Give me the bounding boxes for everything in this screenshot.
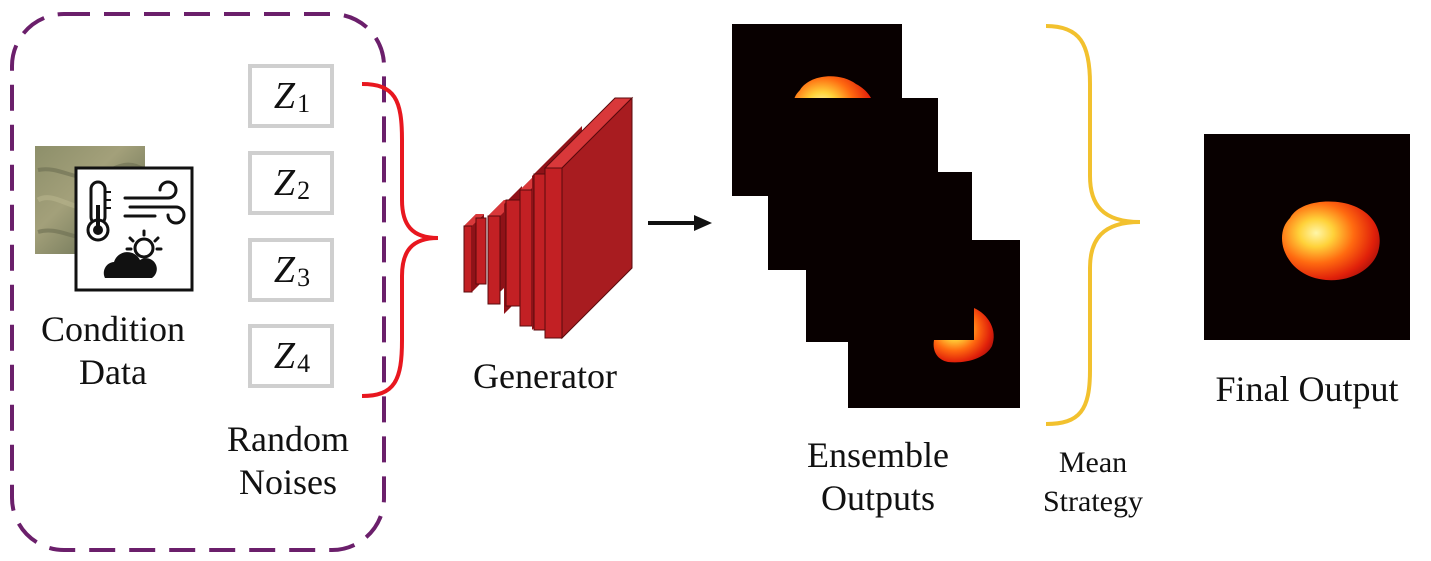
ensemble-outputs-label: Ensemble Outputs <box>780 434 976 520</box>
weather-card <box>74 166 194 292</box>
noise-z1-index: 1 <box>297 89 311 118</box>
mean-label-line2: Strategy <box>1043 485 1143 518</box>
thermometer-icon <box>86 180 111 242</box>
ensemble-output-4 <box>848 240 1020 408</box>
arrow-right-icon <box>648 215 712 231</box>
mean-brace <box>1045 24 1141 426</box>
noise-z3-index: 3 <box>297 263 311 292</box>
generator-network <box>463 96 634 340</box>
noise-z4-symbol: Z <box>273 335 296 377</box>
noise-z4-index: 4 <box>297 349 311 378</box>
ensemble-label-line2: Outputs <box>820 478 935 519</box>
mean-label-line1: Mean <box>1058 446 1128 479</box>
final-output-image <box>1204 134 1410 340</box>
noise-z2-symbol: Z <box>273 162 296 204</box>
condition-label-line2: Data <box>79 352 147 393</box>
noise-label-line1: Random <box>227 419 349 459</box>
noise-z3-symbol: Z <box>273 249 296 291</box>
random-noises-label: Random Noises <box>208 418 368 504</box>
condition-label-line1: Condition <box>40 309 186 349</box>
noise-label-line2: Noises <box>239 462 337 503</box>
condition-data-label: Condition Data <box>22 308 204 394</box>
condition-group-border <box>10 12 386 552</box>
final-output-label: Final Output <box>1215 369 1399 409</box>
noise-z2-index: 2 <box>297 176 311 205</box>
ensemble-label-line1: Ensemble <box>807 435 949 475</box>
noise-z1-symbol: Z <box>273 75 296 117</box>
noise-brace <box>361 82 439 398</box>
sun-cloud-icon <box>103 229 163 278</box>
generator-label: Generator <box>473 356 617 396</box>
mean-strategy-label: Mean Strategy <box>1026 443 1160 521</box>
wind-icon <box>123 180 186 225</box>
